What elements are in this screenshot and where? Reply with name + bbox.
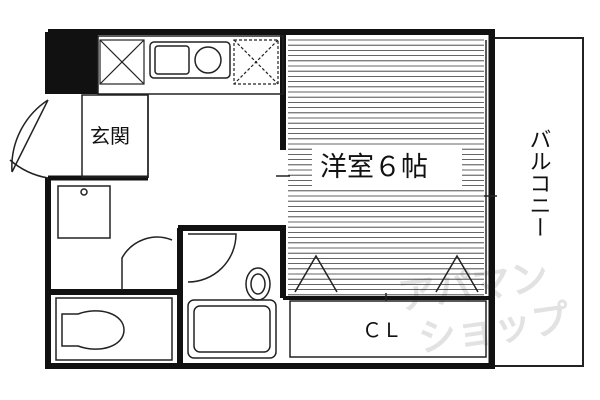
fridge-space	[99, 39, 145, 85]
room-labels: 玄関 洋室６帖 ＣＬ バルコニー	[90, 124, 551, 342]
label-closet: ＣＬ	[362, 318, 402, 342]
structural-column	[48, 32, 98, 94]
bathtub	[187, 299, 277, 359]
cabinet-space	[233, 39, 279, 85]
watermark: アパマン ショップ	[395, 254, 572, 361]
inner-lines	[55, 35, 497, 361]
label-balcony: バルコニー	[526, 128, 551, 238]
closet-door-left	[294, 254, 338, 293]
bathtub-inner	[193, 305, 271, 353]
label-entrance: 玄関	[90, 124, 130, 148]
crossed-boxes	[99, 39, 279, 85]
drain-icon	[80, 188, 88, 196]
label-western-room: 洋室６帖	[320, 152, 428, 183]
stove-burner	[194, 46, 222, 74]
wash-basin-inner	[250, 273, 266, 295]
kitchen-counter	[97, 35, 284, 95]
washing-machine-space	[57, 185, 111, 239]
closet-box	[289, 300, 487, 358]
walls	[45, 29, 495, 369]
toilet-bowl	[61, 310, 125, 350]
front-door	[11, 99, 49, 173]
fridge-cross-2	[99, 39, 145, 85]
closet-door-right	[435, 254, 479, 293]
sink-basin-left	[154, 45, 190, 75]
western-room-floor-hatch	[288, 39, 484, 296]
kitchen-sink	[149, 41, 231, 79]
cabinet-cross-2	[233, 39, 279, 85]
wash-basin	[245, 267, 271, 301]
toilet-room	[55, 297, 173, 361]
bathroom-door	[187, 233, 237, 283]
front-door-arc	[9, 159, 49, 179]
doors	[9, 99, 237, 290]
washroom-door	[121, 236, 173, 290]
